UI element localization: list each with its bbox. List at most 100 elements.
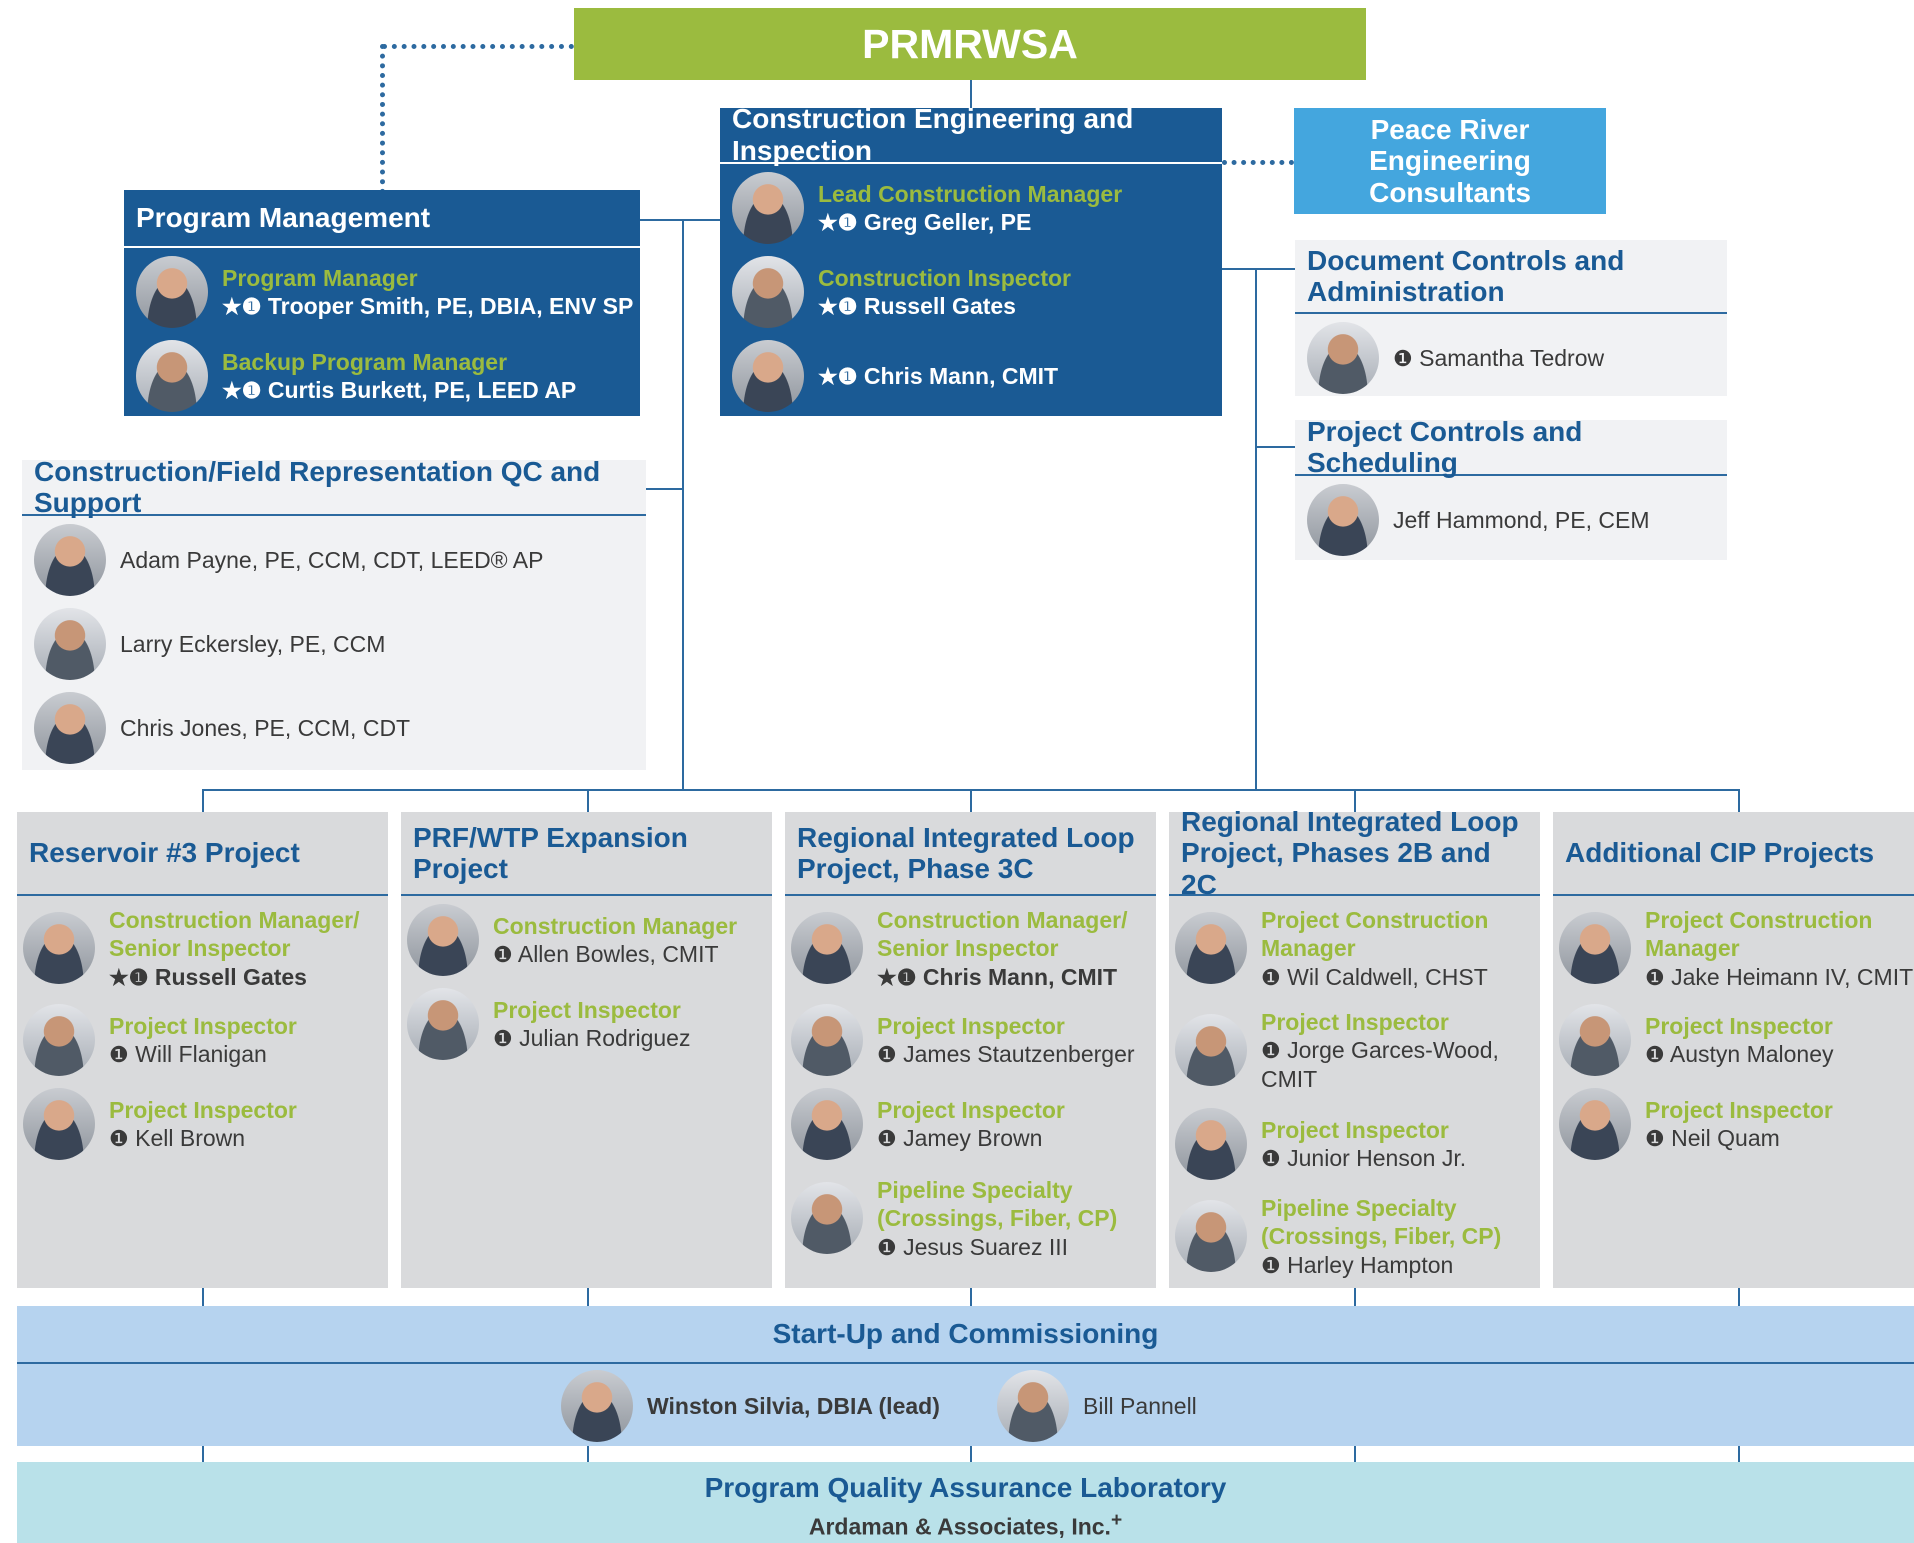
avatar [1307,484,1379,556]
project-column-title: Regional Integrated Loop Project, Phase … [785,812,1156,896]
cei-title: Construction Engineering and Inspection [720,103,1222,166]
connector [970,80,972,108]
peace-river-line2: Engineering Consultants [1369,145,1531,208]
person-harley-hampton: Pipeline Specialty (Crossings, Fiber, CP… [1175,1194,1501,1279]
connector [1738,1446,1740,1462]
person-name: Chris Mann, CMIT [863,362,1059,389]
avatar [791,1182,863,1255]
person-name: Austyn Maloney [1669,1041,1834,1067]
person-name: Jake Heimann IV, CMIT [1671,963,1914,990]
person-name: Chris Jones, PE, CCM, CDT [120,714,411,741]
person-name: Allen Bowles, CMIT [517,941,719,967]
person-name: Russell Gates [863,293,1016,319]
project-title-line1: Reservoir #3 Project [29,837,300,869]
program-management-box: Program Management Program Manager ★❶ Tr… [124,190,640,416]
alert-icon: ❶ [1261,1038,1281,1064]
connector [1255,268,1257,789]
star-alert-icon: ★❶ [818,294,858,319]
connector [202,1446,204,1462]
person-jesus-suarez: Pipeline Specialty (Crossings, Fiber, CP… [791,1176,1117,1261]
connector [970,1288,972,1306]
avatar [34,692,106,764]
avatar [1307,322,1379,394]
role-label: Project Inspector [1261,1009,1449,1035]
person-name-line2: CMIT [1261,1065,1318,1092]
role-label-line2: Senior Inspector [877,935,1059,962]
role-label: Project Inspector [877,1012,1065,1039]
person-allen-bowles: Construction Manager ❶ Allen Bowles, CMI… [407,904,737,976]
person-neil-quam: Project Inspector ❶ Neil Quam [1559,1088,1833,1160]
avatar [1175,1108,1247,1180]
connector [1354,789,1356,813]
person-name: Winston Silvia, DBIA (lead) [647,1392,940,1419]
person-will-flanigan: Project Inspector ❶ Will Flanigan [23,1004,297,1076]
role-label: Construction Inspector [818,264,1072,291]
person-name: Curtis Burkett, PE, LEED AP [267,377,577,403]
avatar [561,1370,633,1442]
avatar [1175,1014,1247,1087]
avatar [23,912,95,985]
person-name: Adam Payne, PE, CCM, CDT, LEED® AP [120,546,544,573]
avatar [34,608,106,680]
cei-title-text: Construction Engineering and Inspection [732,103,1134,166]
project-column-title: Regional Integrated Loop Project, Phases… [1169,806,1540,900]
avatar [732,172,804,244]
alert-icon: ❶ [877,1042,897,1067]
alert-icon: ❶ [1261,1146,1281,1171]
person-wil-caldwell: Project Construction Manager ❶ Wil Caldw… [1175,906,1488,991]
alert-icon: ❶ [1261,1252,1281,1278]
alert-icon: ❶ [1645,964,1665,990]
avatar [732,340,804,412]
connector [640,219,720,221]
connector [1354,1288,1356,1306]
connector [587,1446,589,1462]
project-column-ril-2b-2c: Regional Integrated Loop Project, Phases… [1169,806,1540,1288]
alert-icon: ❶ [1645,1042,1665,1067]
avatar [23,1004,95,1076]
role-label: Project Inspector [1645,1096,1833,1123]
person-chris-jones: Chris Jones, PE, CCM, CDT [34,692,410,764]
person-bill-pannell: Bill Pannell [997,1370,1197,1442]
person-name: Kell Brown [135,1125,246,1151]
avatar [997,1370,1069,1442]
person-name: Samantha Tedrow [1419,344,1605,371]
alert-icon: ❶ [877,1126,897,1151]
startup-title-text: Start-Up and Commissioning [772,1318,1159,1349]
alert-icon: ❶ [1645,1126,1665,1151]
person-name: Jeff Hammond, PE, CEM [1393,506,1650,533]
alert-icon: ❶ [493,1026,513,1051]
avatar [732,256,804,328]
person-lead-construction-manager: Lead Construction Manager ★❶ Greg Geller… [732,172,1122,244]
avatar [791,912,863,985]
project-controls-title: Project Controls and Scheduling [1295,416,1727,478]
person-name: Bill Pannell [1083,1392,1197,1419]
person-name: Jorge Garces-Wood, [1287,1037,1499,1064]
lab-title: Program Quality Assurance Laboratory [704,1472,1227,1503]
lab-mark: + [1110,1510,1123,1531]
avatar [1559,912,1631,985]
person-name: Julian Rodriguez [519,1025,691,1051]
person-name: Russell Gates [154,963,307,990]
project-column-title: PRF/WTP Expansion Project [401,812,772,896]
project-title-line2: Project, Phases 2B and 2C [1181,837,1491,900]
avatar [34,524,106,596]
connector [1222,268,1296,270]
avatar [1175,912,1247,985]
person-winston-silvia: Winston Silvia, DBIA (lead) [561,1370,940,1442]
person-adam-payne: Adam Payne, PE, CCM, CDT, LEED® AP [34,524,543,596]
dotted-connector-top [382,44,574,49]
avatar [23,1088,95,1160]
project-title-line2: Project, Phase 3C [797,853,1034,884]
star-alert-icon: ★❶ [222,294,262,319]
connector [970,789,972,813]
document-controls-title: Document Controls and Administration [1295,240,1727,314]
field-rep-box: Construction/Field Representation QC and… [22,456,646,770]
connector [646,488,682,490]
avatar [791,1088,863,1160]
connector [1354,1446,1356,1462]
connector [682,219,684,789]
person-austyn-maloney: Project Inspector ❶ Austyn Maloney [1559,1004,1834,1076]
person-name: Larry Eckersley, PE, CCM [120,630,386,657]
lab-band: Program Quality Assurance Laboratory Ard… [17,1462,1914,1543]
role-label: Construction Manager [493,912,738,939]
